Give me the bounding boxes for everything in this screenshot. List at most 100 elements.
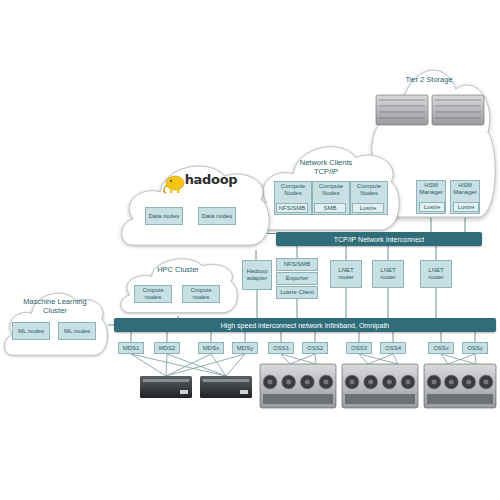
connector [257,290,258,318]
box-label: ML nodes [18,328,44,335]
fan [401,375,415,389]
component-box: LNET router [420,260,452,288]
fan-hub [449,380,454,385]
band-label: TCP/IP Network Interconnect [334,236,425,243]
box-label: LNET router [422,267,450,280]
connector [436,246,437,260]
component-box: Lustre Client [276,286,318,299]
box-label: Data nodes [202,213,233,220]
connector [256,250,257,260]
cluster-cloud: Maschine Learning ClusterML nodesML node… [2,283,108,359]
component-box: Cmpute nodes [134,285,172,303]
fan [319,375,333,389]
fan [444,375,458,389]
component-box: MDS2 [154,342,180,354]
fan-hub [305,380,310,385]
disk-tray [427,394,493,404]
component-box: MDS1 [118,342,144,354]
mds-server [140,376,252,398]
protocol-tag: Lustre [352,203,384,213]
fan-hub [368,380,373,385]
cluster-cloud: Network Clients TCP/IPCompute NodesNFS/S… [252,133,400,235]
component-box: OSS4 [380,342,406,354]
connector [441,332,442,342]
disk-tray [345,394,415,404]
band-label: High speed interconnect network Infiniba… [221,322,390,329]
cluster-cloud: HPC ClusterCmpute nodes Cmpute nodes [118,250,238,316]
component-box: OSSy [462,342,488,354]
cloud-shape [121,259,237,313]
storage-unit [376,95,484,125]
component-box: OSS1 [268,342,294,354]
drive-slot [435,118,481,119]
box-label: Cmpute nodes [136,287,170,300]
component-box: MDSx [198,342,224,354]
box-label: OSS1 [273,345,289,352]
box-label: HSM Manager [418,182,444,195]
protocol-tag: SMB [314,203,346,213]
cluster-cloud: hadoopData nodesData nodes [118,153,270,250]
protocol-tag: NFS/SMB [276,203,308,213]
connector [281,332,282,342]
component-box: MDSy [232,342,258,354]
connector [388,246,389,260]
box-label: Exporter [286,275,309,282]
connector [393,332,394,342]
cloud-title: Network Clients TCP/IP [291,159,361,176]
component-box: Compute NodesNFS/SMB [274,181,312,215]
connector [131,332,132,342]
drive-slot [435,100,481,101]
box-label: MDSy [237,345,253,352]
drive-slot [379,106,425,107]
box-label: LNET router [374,267,402,280]
fan-hub [324,380,329,385]
box-label: Lustre [424,204,441,211]
cloud-title: Tier 2 Storage [394,76,464,85]
fan [462,375,476,389]
connector [359,332,360,342]
fan-hub [406,380,411,385]
component-box: Data nodes [198,207,236,225]
component-box: Cmpute nodes [182,285,220,303]
component-box: LNET router [330,260,362,288]
connector [297,246,298,258]
connector [167,332,168,342]
fan-hub [466,380,471,385]
component-box: NFS/SMB [276,258,318,271]
cloud-outline [2,283,108,359]
fan [364,375,378,389]
component-box: OSSx [428,342,454,354]
connector [436,288,437,318]
box-label: MDS1 [123,345,140,352]
box-label: Lustre [458,204,475,211]
cloud-outline [118,250,238,316]
box-label: Lustre Client [280,289,314,296]
connector [346,246,347,260]
box-label: ML nodes [64,328,90,335]
fan-hub [387,380,392,385]
cloud-title: hadoop [118,173,270,188]
fan [263,375,277,389]
connector [315,332,316,342]
fan [479,375,493,389]
box-label: Compute Nodes [352,183,386,196]
network-band: TCP/IP Network Interconnect [276,232,482,246]
fan [282,375,296,389]
box-label: NFS/SMB [284,261,311,268]
component-box: HSM ManagerLustre [416,180,446,214]
cloud-title: HPC Cluster [138,266,218,275]
box-label: Cmpute nodes [184,287,218,300]
oss-enclosure [260,364,496,408]
cloud-outline [118,153,270,250]
network-band: High speed interconnect network Infiniba… [114,318,496,332]
component-box: ML nodes [58,322,96,340]
component-box: Compute NodesLustre [350,181,388,215]
fan [345,375,359,389]
drive-slot [379,118,425,119]
fan [427,375,441,389]
hadoop-elephant [164,176,184,193]
drive-slot [435,112,481,113]
fan [300,375,314,389]
